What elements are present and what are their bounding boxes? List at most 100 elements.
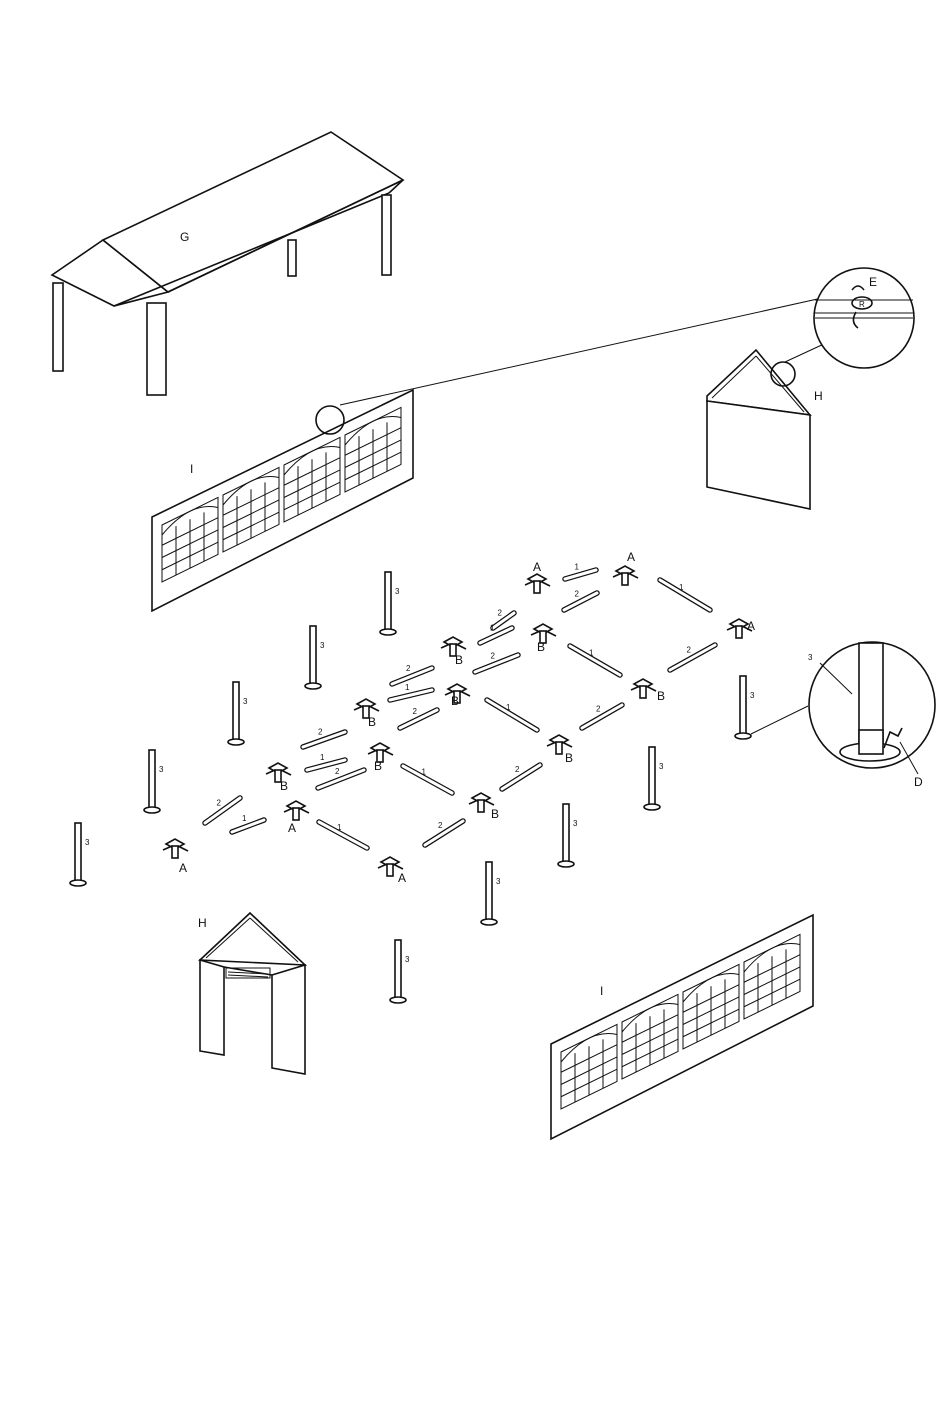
side-wall-bottom-label: I — [600, 984, 603, 998]
leg-detail-number: 3 — [808, 653, 813, 662]
ring-label: R — [859, 300, 865, 309]
pole-number: 2 — [438, 821, 443, 830]
leg-pole: 3 — [380, 572, 400, 635]
connector-label: B — [455, 653, 463, 667]
leg-pole: 3 — [644, 747, 664, 810]
roof-pole: 1 — [570, 646, 620, 675]
leg-number: 3 — [496, 877, 501, 886]
pole-number: 1 — [506, 703, 511, 712]
connector-label: B — [657, 689, 665, 703]
leg-pole: 3 — [144, 750, 164, 813]
frame-connector: A — [613, 550, 638, 585]
leg-stake-detail: 3 D — [751, 642, 935, 789]
leg-pole: 3 — [558, 804, 578, 867]
pole-number: 2 — [575, 590, 580, 599]
roof-pole: 1 — [390, 683, 432, 700]
connector-label: B — [280, 779, 288, 793]
roof-pole: 2 — [475, 652, 518, 673]
pole-number: 1 — [575, 563, 580, 572]
pole-number: 2 — [406, 664, 411, 673]
gable-end-front: H — [198, 913, 305, 1074]
connector-label: A — [288, 821, 296, 835]
side-wall-bottom: I — [551, 915, 813, 1139]
roof-pole: 2 — [502, 765, 540, 789]
canopy-label: G — [180, 230, 189, 244]
leg-number: 3 — [395, 587, 400, 596]
connector-label: B — [374, 759, 382, 773]
pole-number: 2 — [318, 728, 323, 737]
pole-number: 1 — [422, 768, 427, 777]
roof-pole: 1 — [660, 580, 710, 610]
leg-pole: 3 — [735, 676, 755, 739]
leg-number: 3 — [85, 838, 90, 847]
bungee-detail: R E — [814, 268, 914, 368]
side-wall-top-label: I — [190, 462, 193, 476]
pole-number: 1 — [320, 753, 325, 762]
pole-number: 2 — [515, 765, 520, 774]
pole-number: 2 — [217, 799, 222, 808]
frame-connector: B — [368, 743, 393, 773]
leg-pole: 3 — [228, 682, 248, 745]
pole-number: 1 — [337, 823, 342, 832]
leg-number: 3 — [659, 762, 664, 771]
roof-pole: 2 — [670, 645, 715, 670]
leg-number: 3 — [159, 765, 164, 774]
pole-number: 1 — [490, 624, 495, 633]
frame-connector: A — [525, 560, 550, 593]
pole-number: 1 — [589, 649, 594, 658]
connector-label: A — [747, 619, 755, 633]
frame-connector: A — [163, 839, 188, 875]
legs-group: 3 3 3 3 3 3 3 3 3 3 — [70, 572, 755, 1003]
pole-number: 2 — [491, 652, 496, 661]
connector-label: B — [537, 640, 545, 654]
connector-label: A — [533, 560, 541, 574]
leg-number: 3 — [750, 691, 755, 700]
frame-connector: A — [727, 619, 755, 638]
connector-label: A — [398, 871, 406, 885]
roof-pole: 1 — [487, 700, 537, 730]
stake-label: D — [914, 775, 923, 789]
frame-connector: B — [469, 793, 499, 821]
roof-pole: 2 — [425, 821, 463, 845]
leg-pole: 3 — [481, 862, 501, 925]
frame-connector: A — [284, 801, 309, 835]
bungee-label: E — [869, 275, 877, 289]
side-wall-top: I — [152, 390, 413, 611]
roof-pole: 2 — [318, 767, 364, 788]
frame-connector: B — [631, 679, 665, 703]
connector-label: B — [491, 807, 499, 821]
leg-pole: 3 — [70, 823, 90, 886]
roof-pole: 2 — [205, 798, 240, 823]
gable-right-label: H — [814, 389, 823, 403]
frame-connector: B — [445, 684, 470, 708]
leg-number: 3 — [320, 641, 325, 650]
roof-pole: 1 — [565, 563, 596, 580]
roof-pole: 2 — [392, 664, 432, 684]
leg-pole: 3 — [305, 626, 325, 689]
frame-connector: B — [354, 699, 379, 729]
roof-pole: 2 — [493, 609, 514, 629]
roof-pole: 1 — [403, 766, 452, 793]
pole-number: 2 — [335, 767, 340, 776]
roof-pole: 2 — [400, 707, 437, 728]
frame-connector: A — [378, 857, 406, 885]
roof-pole: 2 — [582, 705, 622, 729]
frame-connector: B — [547, 735, 573, 765]
leg-number: 3 — [405, 955, 410, 964]
roof-pole: 1 — [232, 814, 264, 832]
connector-label: B — [368, 715, 376, 729]
frame-connector: B — [266, 763, 291, 793]
roof-pole: 2 — [303, 728, 345, 748]
frame-connector: B — [441, 637, 466, 667]
pole-number: 2 — [596, 705, 601, 714]
roof-pole: 1 — [319, 822, 367, 848]
pole-number: 1 — [242, 814, 247, 823]
pole-number: 1 — [679, 583, 684, 592]
pole-number: 2 — [687, 646, 692, 655]
connector-label: B — [565, 751, 573, 765]
gable-front-label: H — [198, 916, 207, 930]
connector-label: B — [451, 694, 459, 708]
leg-pole: 3 — [390, 940, 410, 1003]
